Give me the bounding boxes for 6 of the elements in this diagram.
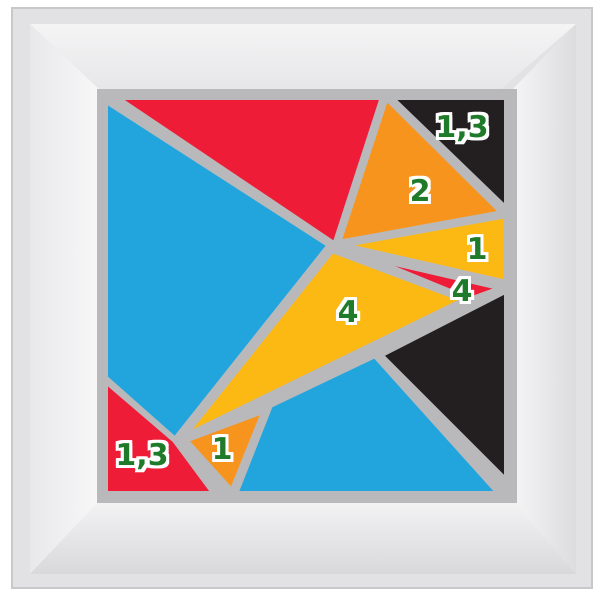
region-number: 2 xyxy=(410,177,430,207)
region-number: 4 xyxy=(338,298,358,328)
region-number: 1,3 xyxy=(115,441,169,471)
region-number: 1 xyxy=(466,235,488,265)
region-number: 1 xyxy=(212,435,232,465)
region-number: 1,3 xyxy=(435,113,489,143)
